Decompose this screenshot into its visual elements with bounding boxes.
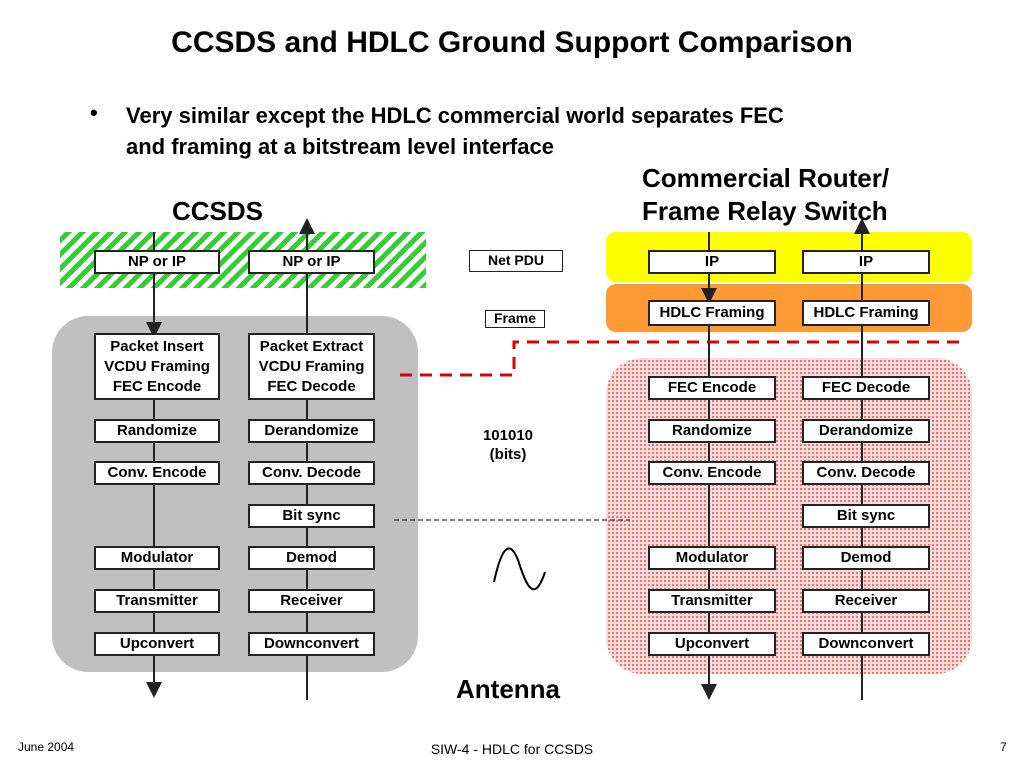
ccsds-rx-demod: Demod	[248, 546, 375, 570]
ccsds-tx-modulator: Modulator	[94, 546, 220, 570]
hdlc-tx-upconvert: Upconvert	[648, 632, 776, 656]
bullet-text: Very similar except the HDLC commercial …	[126, 103, 784, 159]
footer-date: June 2004	[18, 740, 75, 754]
hdlc-rx-conv-decode: Conv. Decode	[802, 461, 930, 485]
ccsds-rx-conv-decode: Conv. Decode	[248, 461, 375, 485]
ccsds-rx-packet-extract: Packet Extract VCDU Framing FEC Decode	[248, 333, 375, 400]
ccsds-tx-upconvert: Upconvert	[94, 632, 220, 656]
hdlc-rx-bit-sync: Bit sync	[802, 504, 930, 528]
hdlc-rx-derandomize: Derandomize	[802, 419, 930, 443]
frame-tag: Frame	[485, 310, 545, 328]
ccsds-tx-np-ip: NP or IP	[94, 250, 220, 274]
footer-title: SIW-4 - HDLC for CCSDS	[430, 741, 594, 757]
ccsds-panel	[52, 316, 418, 672]
ccsds-tx-conv-encode: Conv. Encode	[94, 461, 220, 485]
antenna-label: Antenna	[456, 674, 560, 704]
hdlc-tx-conv-encode: Conv. Encode	[648, 461, 776, 485]
net-pdu-tag: Net PDU	[469, 250, 563, 272]
ccsds-rx-bit-sync: Bit sync	[248, 504, 375, 528]
ccsds-rx-derandomize: Derandomize	[248, 419, 375, 443]
ccsds-rx-receiver: Receiver	[248, 589, 375, 613]
hdlc-tx-randomize: Randomize	[648, 419, 776, 443]
ccsds-tx-transmitter: Transmitter	[94, 589, 220, 613]
hdlc-tx-fec-encode: FEC Encode	[648, 376, 776, 400]
bits-label: 101010 (bits)	[482, 427, 534, 463]
ccsds-rx-downconvert: Downconvert	[248, 632, 375, 656]
router-heading: Commercial Router/ Frame Relay Switch	[642, 163, 890, 226]
ccsds-heading: CCSDS	[172, 196, 264, 226]
ccsds-tx-randomize: Randomize	[94, 419, 220, 443]
framing-boundary-line	[400, 340, 965, 377]
hdlc-tx-modulator: Modulator	[648, 546, 776, 570]
hdlc-rx-receiver: Receiver	[802, 589, 930, 613]
page-title: CCSDS and HDLC Ground Support Comparison	[171, 26, 853, 59]
ccsds-rx-np-ip: NP or IP	[248, 250, 375, 274]
rf-wave-icon	[493, 547, 546, 591]
page-number: 7	[1000, 740, 1007, 754]
hdlc-rx-demod: Demod	[802, 546, 930, 570]
hdlc-tx-transmitter: Transmitter	[648, 589, 776, 613]
hdlc-rx-downconvert: Downconvert	[802, 632, 930, 656]
hdlc-rx-framing: HDLC Framing	[802, 300, 930, 326]
ccsds-tx-packet-insert: Packet Insert VCDU Framing FEC Encode	[94, 333, 220, 400]
bullet-marker: •	[90, 100, 98, 125]
hdlc-rx-ip: IP	[802, 250, 930, 274]
hdlc-tx-framing: HDLC Framing	[648, 300, 776, 326]
hdlc-tx-ip: IP	[648, 250, 776, 274]
hdlc-rx-fec-decode: FEC Decode	[802, 376, 930, 400]
